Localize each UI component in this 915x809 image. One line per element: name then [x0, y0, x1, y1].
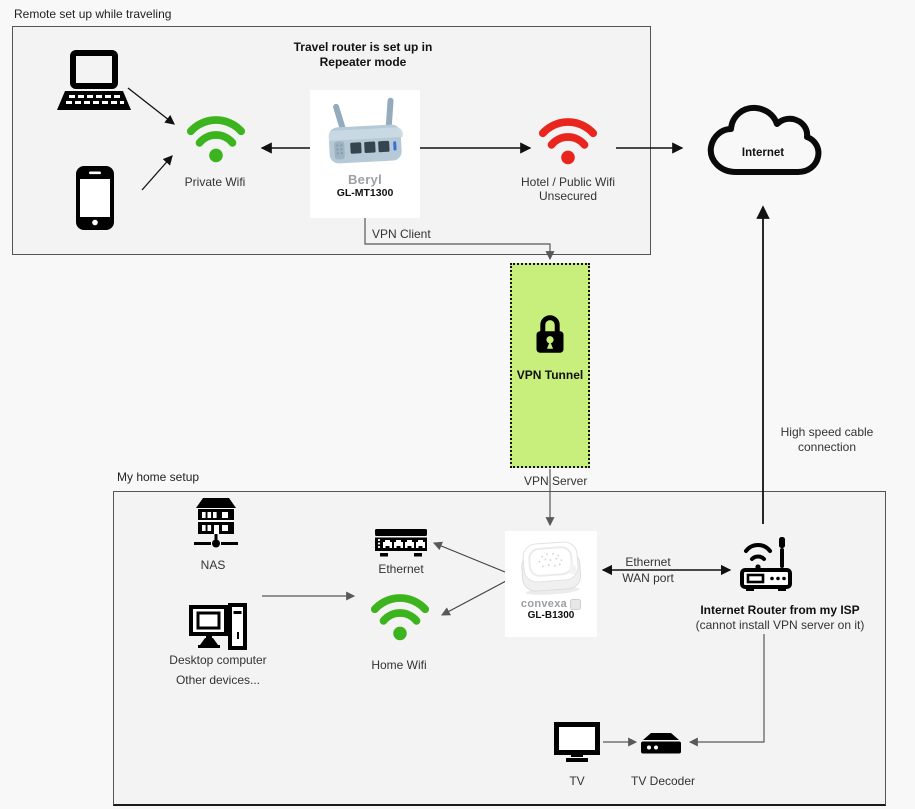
travel-router-name: Beryl [347, 172, 383, 187]
lock-icon [536, 315, 564, 353]
travel-router-card: Beryl GL-MT1300 [310, 90, 420, 218]
home-router-model: GL-B1300 [527, 610, 575, 621]
arrow-phone-to-private-wifi [141, 155, 173, 191]
internet-label: Internet [741, 147, 785, 159]
hotel-wifi-label-line2: Unsecured [538, 189, 598, 203]
cable-connection-label-line2: connection [797, 440, 857, 454]
tv-decoder-icon [641, 733, 681, 754]
connector-vpn-client [364, 218, 555, 261]
arrow-laptop-to-private-wifi [127, 87, 175, 125]
cable-connection-label-line1: High speed cable [780, 425, 874, 439]
other-devices-label: Other devices... [175, 673, 261, 687]
cloud-icon [707, 104, 822, 175]
arrow-home-router-to-home-wifi [441, 580, 507, 616]
travel-router-image [328, 97, 403, 164]
private-wifi-label: Private Wifi [184, 175, 246, 189]
tv-decoder-label: TV Decoder [630, 774, 696, 788]
wifi-icon-private [186, 116, 246, 163]
home-router-card: convexa GL-B1300 [505, 531, 597, 637]
tv-label: TV [569, 774, 585, 788]
convexa-logo-mark [570, 598, 582, 610]
wifi-icon-home [370, 594, 430, 641]
wan-label-line2: WAN port [622, 571, 674, 585]
travel-box-label: Remote set up while traveling [14, 7, 172, 21]
ethernet-label: Ethernet [378, 562, 424, 576]
vpn-client-label: VPN Client [372, 227, 431, 241]
wan-label-line1: Ethernet [625, 555, 671, 569]
tv-icon [554, 722, 600, 762]
desktop-computer-icon [189, 603, 247, 650]
nas-label: NAS [200, 558, 226, 572]
wifi-icon-hotel [538, 118, 598, 165]
hotel-wifi-label-line1: Hotel / Public Wifi [520, 175, 616, 189]
vpn-server-label: VPN Server [524, 474, 588, 488]
travel-router-note: Travel router is set up in Repeater mode [293, 40, 433, 69]
desktop-computer-label: Desktop computer [169, 653, 267, 667]
smartphone-icon [76, 166, 114, 230]
isp-router-icon [740, 537, 792, 591]
ethernet-switch-icon [375, 529, 427, 557]
home-box-label: My home setup [117, 470, 200, 484]
vpn-tunnel-box: VPN Tunnel [510, 263, 590, 468]
home-router-image [521, 541, 582, 595]
laptop-icon [57, 50, 131, 110]
nas-icon [194, 498, 238, 548]
vpn-tunnel-label: VPN Tunnel [516, 368, 584, 382]
connector-isp-router-to-decoder [688, 634, 765, 747]
travel-router-model: GL-MT1300 [336, 187, 394, 199]
arrow-home-router-to-ethernet [432, 541, 506, 573]
isp-router-label-line1: Internet Router from my ISP [700, 603, 860, 617]
isp-router-label-line2: (cannot install VPN server on it) [695, 618, 865, 632]
home-wifi-label: Home Wifi [371, 658, 427, 672]
home-router-brand: convexa [520, 598, 568, 610]
